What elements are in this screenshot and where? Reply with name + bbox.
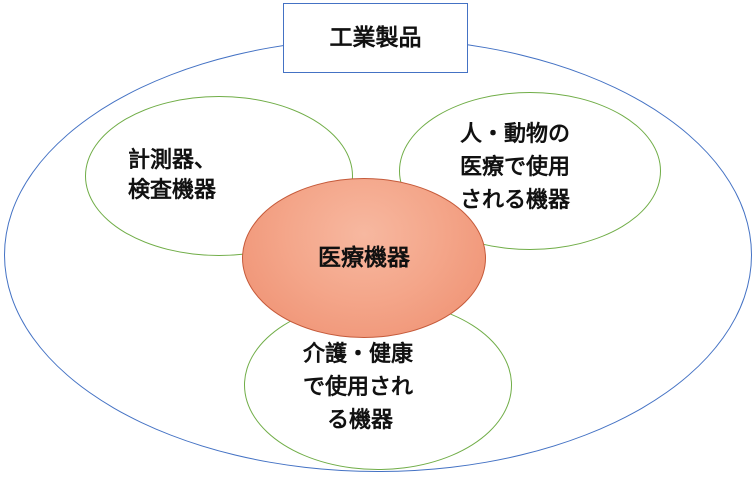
diagram-title: 工業製品: [329, 25, 422, 51]
right-label-line: 人・動物の: [460, 122, 571, 147]
left-label-line: 計測器、: [128, 148, 217, 173]
title-box: [283, 3, 468, 73]
medical-devices-ellipse: [242, 178, 486, 338]
left-label-line: 検査機器: [128, 178, 217, 203]
center-label: 医療機器: [318, 245, 410, 271]
right-label-line: 医療で使用: [460, 155, 571, 180]
bottom-label-line: 介護・健康: [303, 342, 414, 367]
bottom-label-line: る機器: [327, 408, 394, 433]
right-circle-label: 人・動物の 医療で使用 される機器: [460, 118, 570, 217]
bottom-label-line: で使用され: [303, 375, 414, 400]
left-circle-label: 計測器、 検査機器: [128, 146, 216, 206]
bottom-circle-label: 介護・健康 で使用され る機器: [303, 338, 413, 437]
right-label-line: される機器: [460, 188, 571, 213]
